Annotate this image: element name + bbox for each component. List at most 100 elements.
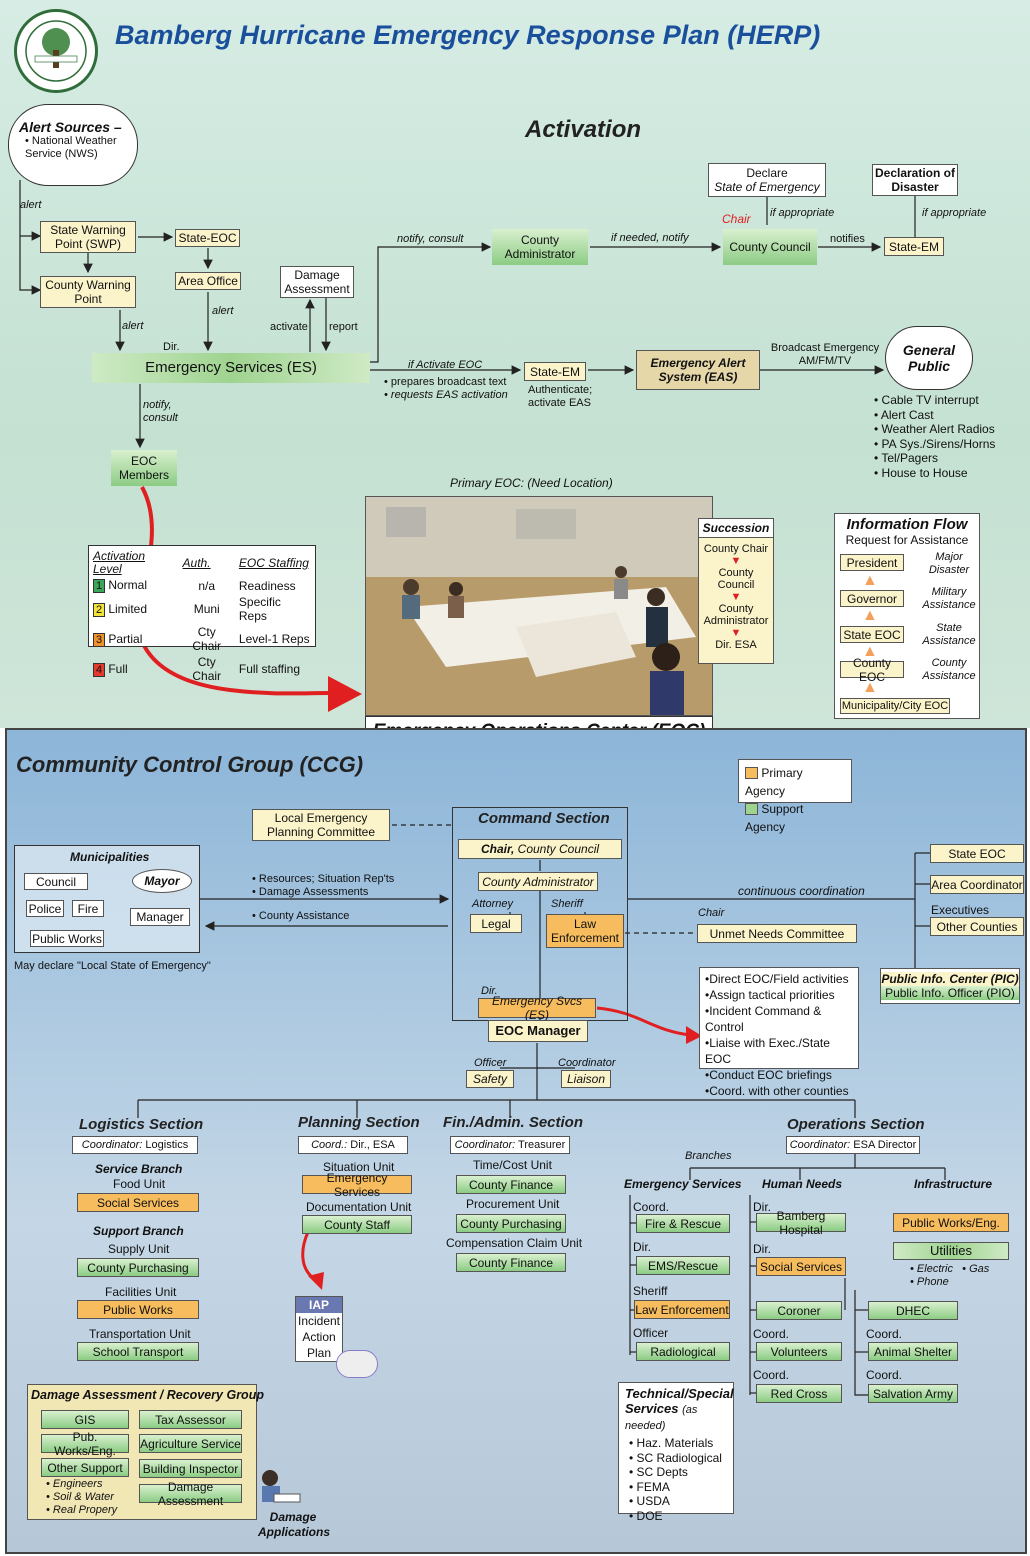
chair-county-council-box: Chair, County Council [458,839,622,859]
coord-label-3: Coord. [866,1327,903,1341]
law-enforcement-box: Law Enforcement [546,914,624,948]
manager-box: Manager [130,908,190,926]
dhec-box: DHEC [868,1301,958,1320]
other-support-item: Engineers [46,1478,117,1491]
level-auth: n/a [198,578,216,593]
coord-label-2: Coord. [753,1327,790,1341]
tech-title: Technical/Special [625,1386,734,1401]
documentation-unit-label: Documentation Unit [306,1200,412,1214]
bullet-damage: Damage Assessments [252,886,394,899]
table-row: 2 Limited Muni Specific Reps [89,594,315,624]
chair-label-bold: Chair, [480,842,515,856]
continuous-coordination-label: continuous coordination [738,884,865,898]
arrow-up-icon: ▲ [862,607,878,624]
level-auth: Cty Chair [192,625,222,653]
broadcast-bullets: prepares broadcast text requests EAS act… [384,376,508,402]
chair-label: Chair [722,212,751,226]
level-auth: Muni [193,602,220,616]
level-auth: Cty Chair [192,655,222,683]
dir-label-3: Dir. [633,1240,651,1254]
attorney-label: Attorney [472,898,513,910]
tech-item: SC Radiological [629,1451,727,1466]
iap-label: IAP [296,1297,342,1313]
chair-label-rest: County Council [514,842,600,856]
if-activate-eoc-label: if Activate EOC [408,357,482,372]
coord-label: Coordinator: [81,1138,143,1151]
other-support-item: Soil & Water [46,1491,117,1504]
info-level-municipality: Municipality/City EOC [840,698,950,714]
state-warning-point-box: State Warning Point (SWP) [40,221,136,253]
area-office-box: Area Office [175,272,241,290]
alert-sources-title: Alert Sources – [19,119,122,135]
time-cost-unit-label: Time/Cost Unit [473,1158,552,1172]
eoc-duties-box: •Direct EOC/Field activities •Assign tac… [699,967,859,1098]
logistics-coordinator: Coordinator: Logistics [72,1136,198,1154]
state-eoc-box: State-EOC [175,229,240,247]
emergency-services-box-2: Emergency Services [302,1171,412,1199]
declare-title: Declare [746,166,788,180]
if-needed-label: if needed, notify [611,232,689,244]
coordinator-label: Coordinator [558,1057,616,1069]
activation-connectors [19,180,916,712]
tech-item: SC Depts [629,1465,727,1480]
succession-item: County Council [717,567,755,591]
info-level-label: State Assistance [922,622,976,647]
county-purchasing-box: County Purchasing [77,1258,199,1277]
utilities-box: Utilities [893,1242,1009,1260]
arrow-up-icon: ▲ [862,572,878,589]
cloud-icon [336,1350,378,1378]
dir-label-2: Dir. [481,985,498,997]
level-staff: Readiness [238,578,296,593]
tech-title-2: Services [625,1401,679,1416]
arrow-up-icon: ▲ [862,643,878,660]
public-alert-item: House to House [874,466,995,481]
tax-assessor-box: Tax Assessor [139,1410,242,1429]
coord-label: Coordinator: [789,1138,851,1151]
page-title: Bamberg Hurricane Emergency Response Pla… [115,20,821,50]
dir-label-4: Dir. [753,1200,771,1214]
duty-item: •Conduct EOC briefings [705,1068,832,1082]
public-alert-item: Alert Cast [874,408,995,423]
supply-unit-label: Supply Unit [108,1242,170,1256]
support-swatch [745,803,758,815]
bullet-requests: requests EAS activation [384,389,508,402]
dir-label-5: Dir. [753,1242,771,1256]
coord-label: Coordinator: [454,1138,516,1151]
primary-swatch [745,767,758,779]
officer-label-2: Officer [633,1326,669,1340]
info-level-president: President [840,554,904,571]
table-row: 4 Full Cty Chair Full staffing [89,654,315,684]
info-level-label: Military Assistance [922,586,976,611]
level-name: Limited [108,601,148,616]
eoc-photo [365,496,713,716]
public-alert-item: Cable TV interrupt [874,393,995,408]
tech-item: FEMA [629,1480,727,1495]
eas-box: Emergency Alert System (EAS) [636,350,760,390]
transportation-unit-label: Transportation Unit [89,1327,191,1341]
public-alert-item: Weather Alert Radios [874,422,995,437]
duty-item: •Assign tactical priorities [705,988,835,1002]
technical-services-box: Technical/Special Services (as needed) H… [618,1382,734,1523]
if-activate-eoc-text: if Activate EOC [408,359,483,371]
alert-sources-body: • National Weather Service (NWS) [25,135,117,160]
facilities-unit-label: Facilities Unit [105,1285,177,1299]
activate-label: activate [270,321,308,333]
declare-sub: State of Emergency [714,180,820,194]
executives-label: Executives [931,903,990,917]
unmet-needs-box: Unmet Needs Committee [697,924,857,943]
state-em-box-2: State-EM [524,362,586,381]
logistics-title: Logistics Section [79,1116,204,1133]
public-works-box: Public Works [30,930,104,947]
level-staff: Full staffing [238,662,301,676]
support-branch-label: Support Branch [93,1224,184,1238]
county-assistance-bullet: County Assistance [252,910,350,923]
succession-title: Succession [699,519,773,538]
iap-full-label: Incident Action Plan [297,1314,341,1360]
duty-text: Assign tactical priorities [709,988,835,1002]
officer-label: Officer [474,1057,507,1069]
fire-box: Fire [72,900,104,917]
alert-label-3: alert [212,305,234,317]
safety-box: Safety [466,1070,514,1088]
information-flow-panel: Information Flow Request for Assistance [834,513,980,719]
level-number: 3 [93,632,105,647]
